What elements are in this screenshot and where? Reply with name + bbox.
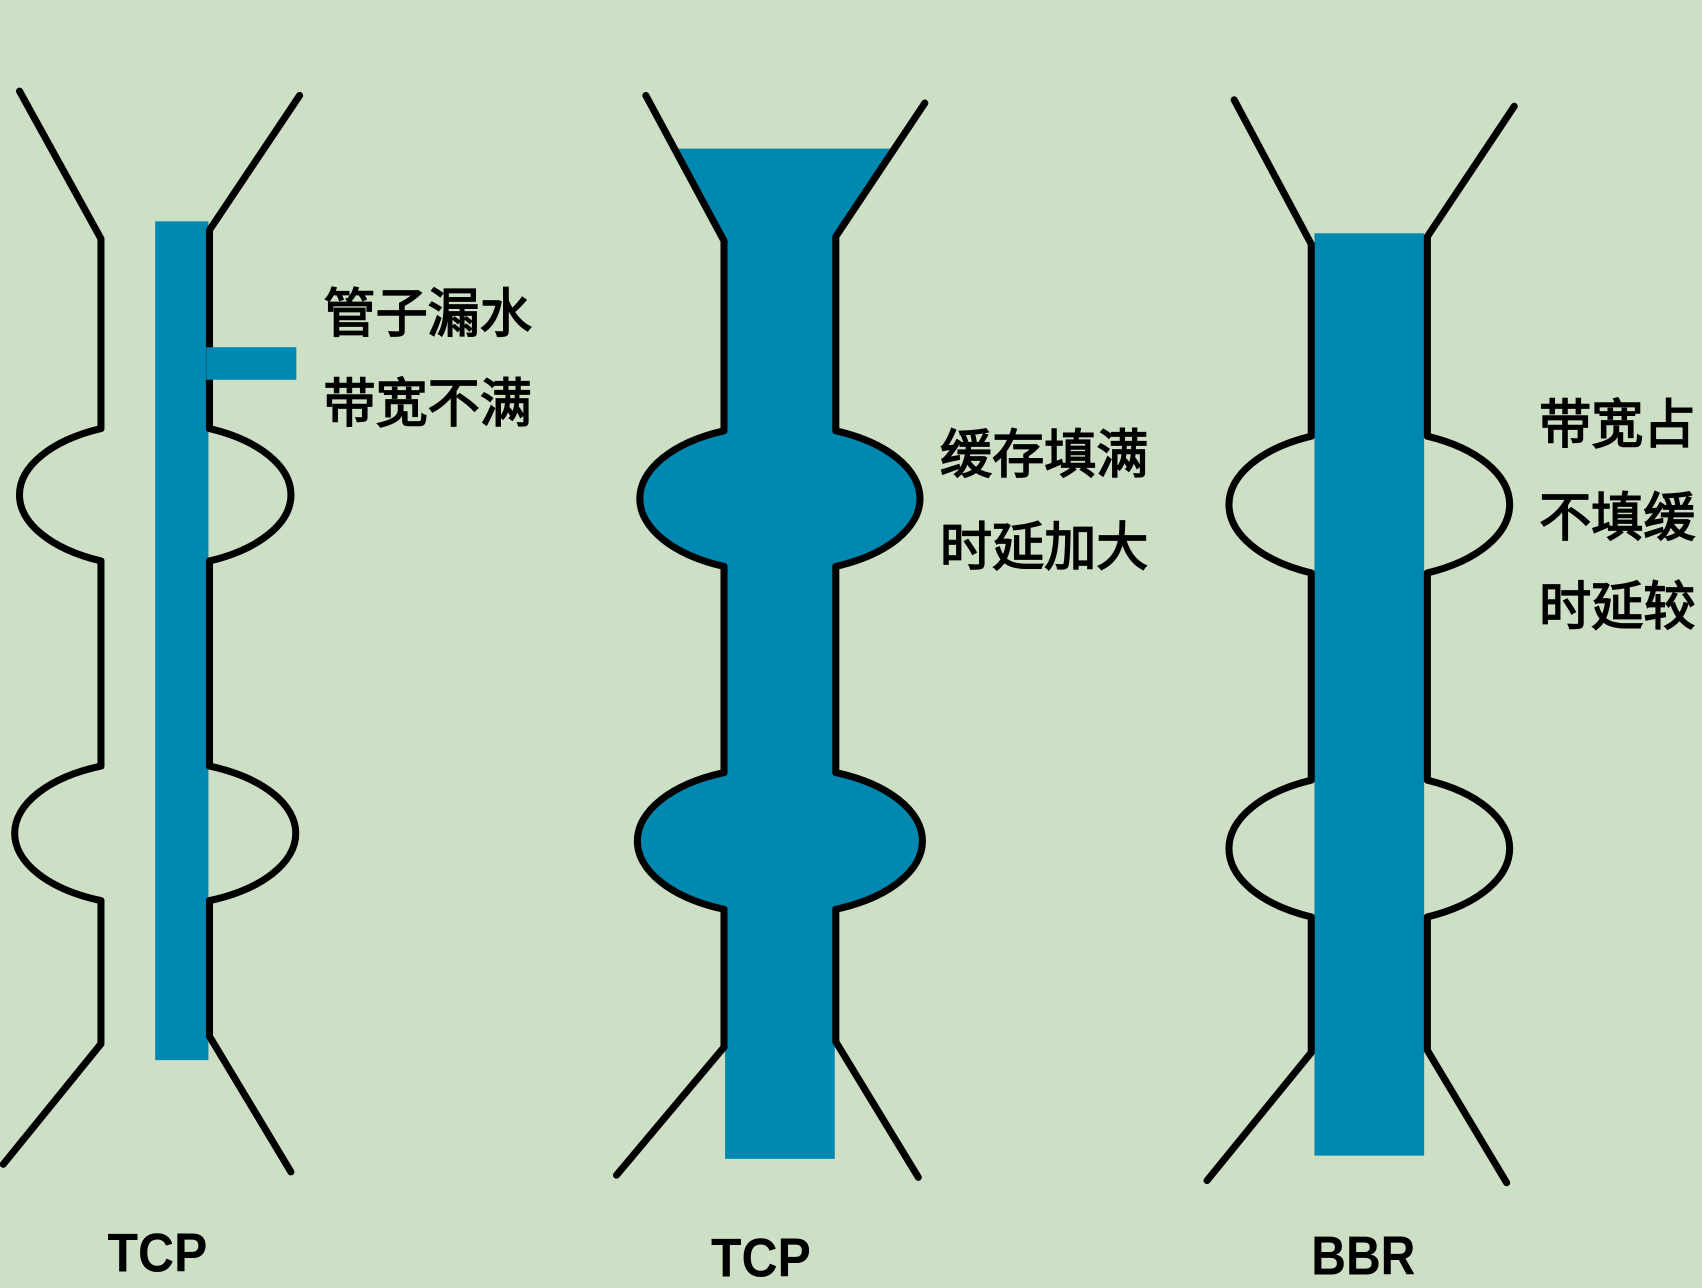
- funnel-fill: [677, 148, 891, 241]
- right-wall: [832, 99, 929, 1181]
- leak-stream: [206, 347, 297, 380]
- pipe-note: 带宽不满: [323, 375, 531, 435]
- pipe-label: BBR: [1311, 1227, 1415, 1287]
- tcp-buffered-pipe: 缓存填满 时延加大 TCP: [613, 91, 1148, 1288]
- pipe-note: 缓存填满: [940, 426, 1148, 486]
- pipe-note: 时延较: [1539, 578, 1695, 638]
- flow-column: [725, 233, 835, 1159]
- buffer-fill-lower: [637, 772, 923, 910]
- pipe-label: TCP: [107, 1223, 207, 1283]
- pipe-note: 不填缓: [1539, 489, 1696, 549]
- tcp-leaky-pipe: 管子漏水 带宽不满 TCP: [0, 87, 533, 1283]
- pipe-note: 时延加大: [940, 518, 1148, 578]
- right-wall: [205, 91, 304, 1176]
- pipe-label: TCP: [711, 1229, 811, 1288]
- buffer-fill-upper: [639, 430, 921, 567]
- left-wall: [1203, 96, 1315, 1185]
- bbr-pipe: 带宽占 不填缓 时延较 BBR: [1203, 96, 1696, 1287]
- flow-column: [1314, 233, 1425, 1156]
- left-wall: [0, 87, 105, 1168]
- pipe-note: 管子漏水: [323, 285, 532, 345]
- pipe-note: 带宽占: [1539, 395, 1695, 455]
- right-wall: [1423, 102, 1518, 1187]
- flow-column: [155, 221, 209, 1061]
- left-wall: [613, 91, 728, 1179]
